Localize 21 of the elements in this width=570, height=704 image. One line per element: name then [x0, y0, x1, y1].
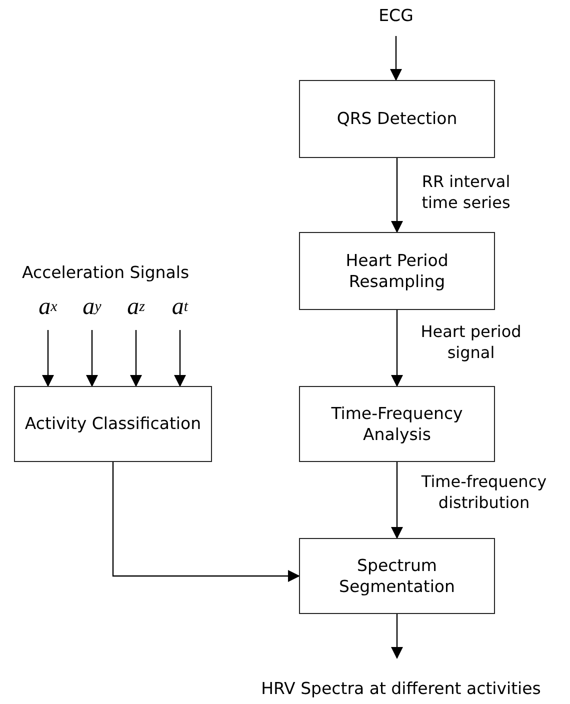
arrow	[130, 330, 142, 387]
group-heading: Acceleration Signals	[22, 263, 190, 282]
arrow	[174, 330, 186, 387]
edge-label: Heart period signal	[420, 322, 522, 364]
process-box: Activity Classification	[14, 386, 212, 462]
arrow	[391, 462, 403, 539]
edge-label: Time-frequency distribution	[420, 472, 548, 514]
arrow	[86, 330, 98, 387]
process-box: Spectrum Segmentation	[299, 538, 495, 614]
arrow	[390, 36, 402, 81]
arrow	[391, 310, 403, 387]
arrow	[391, 614, 403, 659]
process-box: Heart Period Resampling	[299, 232, 495, 310]
flow-text: ECG	[370, 4, 422, 26]
process-box: Time-Frequency Analysis	[299, 386, 495, 462]
arrow	[112, 462, 300, 582]
edge-label: RR interval time series	[420, 172, 512, 214]
arrow	[391, 158, 403, 233]
arrow	[42, 330, 54, 387]
process-box: QRS Detection	[299, 80, 495, 158]
flow-text: HRV Spectra at different activities	[236, 676, 566, 700]
